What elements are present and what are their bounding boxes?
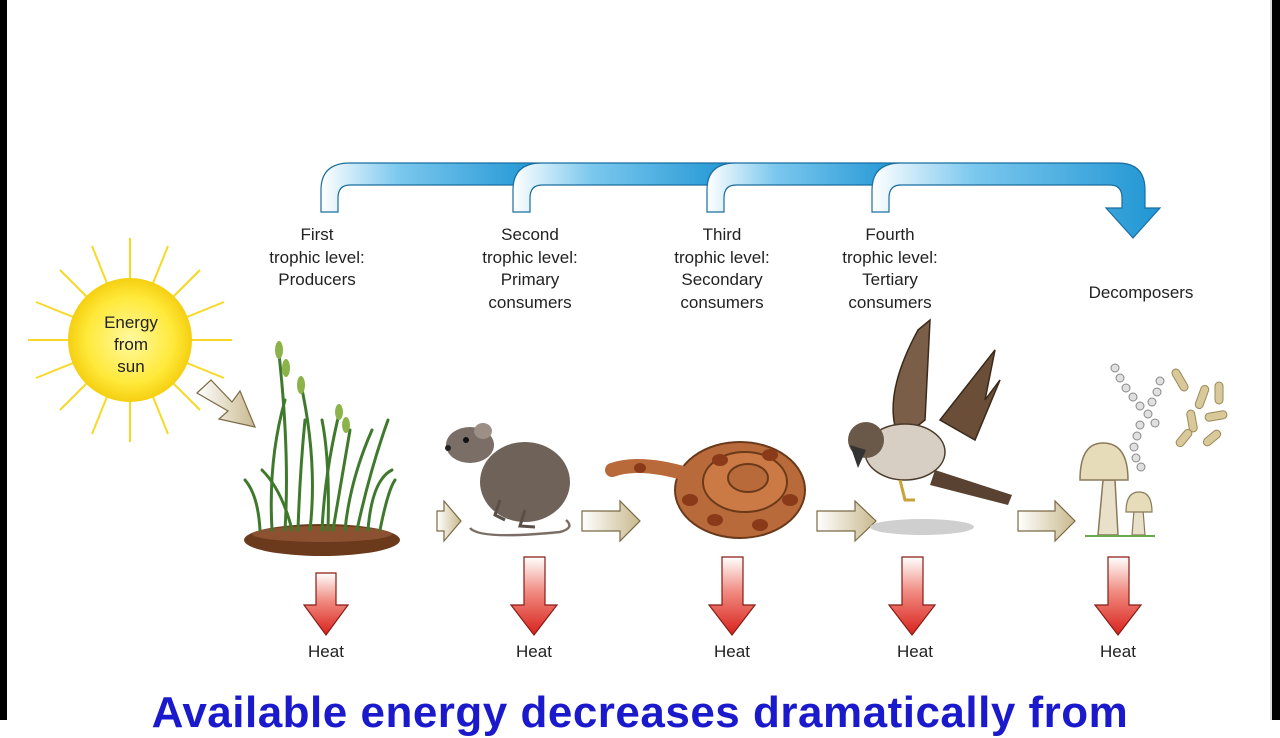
- heat-arrow-3: [707, 556, 757, 636]
- heat-arrows: [302, 556, 1143, 637]
- secondary-to-tertiary-arrow: [816, 499, 877, 543]
- caption-text: Available energy decreases dramatically …: [151, 688, 1129, 737]
- primary-to-secondary-arrow: [581, 499, 641, 543]
- level-label-producers: First trophic level: Producers: [269, 225, 365, 289]
- flow-arc-4: [871, 162, 1162, 239]
- heat-arrow-4: [887, 556, 937, 636]
- grass-illustration: [243, 341, 400, 556]
- heat-label-5: Heat: [1100, 642, 1136, 661]
- producers-to-primary-arrow: [436, 499, 462, 543]
- heat-arrow-2: [509, 556, 559, 636]
- tertiary-to-decomposers-arrow: [1017, 499, 1076, 543]
- sun-label: Energy from sun: [104, 313, 158, 376]
- heat-label-3: Heat: [714, 642, 750, 661]
- level-label-primary: Second trophic level: Primary consumers: [482, 225, 578, 312]
- level-label-tertiary: Fourth trophic level: Tertiary consumers: [842, 225, 938, 312]
- hawk-illustration: [848, 318, 1012, 535]
- level-label-secondary: Third trophic level: Secondary consumers: [674, 225, 770, 312]
- flow-arc-3: [706, 162, 901, 213]
- level-label-decomposers: Decomposers: [1088, 283, 1194, 302]
- heat-label-4: Heat: [897, 642, 933, 661]
- heat-label-2: Heat: [516, 642, 552, 661]
- left-frame-border: [0, 0, 7, 720]
- heat-arrow-5: [1093, 556, 1143, 636]
- sun-to-producers-arrow: [195, 379, 256, 428]
- flow-arc-1: [320, 162, 541, 213]
- snake-illustration: [605, 441, 806, 539]
- energy-flow-diagram: [28, 162, 1228, 637]
- flow-arcs: [320, 162, 1162, 239]
- mouse-illustration: [445, 423, 571, 537]
- flow-arc-2: [512, 162, 736, 213]
- tan-arrows: [195, 379, 1076, 543]
- decomposers-illustration: [1079, 363, 1228, 537]
- heat-label-1: Heat: [308, 642, 344, 661]
- right-frame-line: [1270, 0, 1272, 720]
- heat-arrow-1: [302, 572, 350, 637]
- right-frame-border: [1272, 0, 1280, 720]
- sun-icon: [28, 238, 232, 442]
